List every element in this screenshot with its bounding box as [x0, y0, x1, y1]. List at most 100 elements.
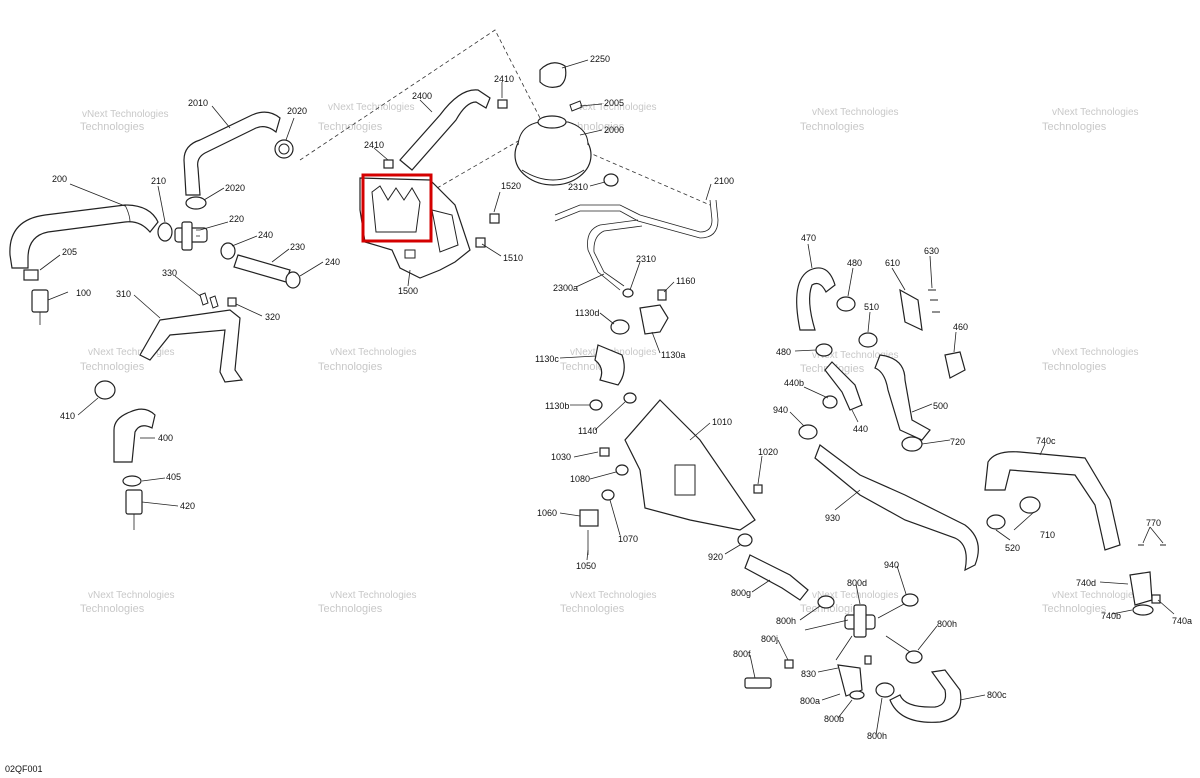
clamp-520[interactable] [986, 514, 1006, 530]
hose-2300a[interactable] [587, 219, 643, 291]
clamp-800b[interactable] [849, 690, 865, 700]
part-label[interactable]: 1510 [503, 253, 523, 263]
sensor-800f[interactable] [744, 677, 772, 689]
part-label[interactable]: 1520 [501, 181, 521, 191]
sensor-460[interactable] [944, 351, 966, 379]
part-label[interactable]: 1010 [712, 417, 732, 427]
clamp-1130b[interactable] [589, 399, 603, 411]
screw-740a[interactable] [1151, 594, 1161, 604]
tee-fitting-800d[interactable] [844, 604, 876, 638]
part-label[interactable]: 200 [52, 174, 67, 184]
part-label[interactable]: 230 [290, 242, 305, 252]
clamp-800h-2[interactable] [905, 650, 923, 664]
reservoir-2000[interactable] [514, 115, 592, 186]
hose-440[interactable] [824, 361, 863, 411]
part-label[interactable]: 2005 [604, 98, 624, 108]
clamp-210[interactable] [157, 222, 173, 242]
hose-470[interactable] [796, 267, 836, 331]
part-label[interactable]: 1130c [535, 354, 559, 364]
hose-830[interactable] [837, 664, 863, 697]
hose-500[interactable] [874, 354, 931, 441]
hose-800c[interactable] [889, 669, 962, 723]
part-label[interactable]: 1050 [576, 561, 596, 571]
part-label[interactable]: 1130b [545, 401, 569, 411]
clamp-1130d[interactable] [610, 319, 630, 335]
clamp-1140[interactable] [623, 392, 637, 404]
part-label[interactable]: 480 [776, 347, 791, 357]
fitting-1130a[interactable] [639, 304, 669, 335]
part-label[interactable]: 710 [1040, 530, 1055, 540]
clamp-800h-1[interactable] [817, 595, 835, 609]
part-label[interactable]: 400 [158, 433, 173, 443]
part-label[interactable]: 440 [853, 424, 868, 434]
part-label[interactable]: 470 [801, 233, 816, 243]
screw-1520[interactable] [489, 213, 500, 224]
part-label[interactable]: 800h [867, 731, 887, 741]
clamp-2410-a[interactable] [497, 99, 508, 109]
hose-200[interactable] [9, 204, 159, 269]
clamp-2310-a[interactable] [603, 173, 619, 187]
screws-330[interactable] [199, 292, 219, 309]
sensor-205[interactable] [23, 269, 49, 325]
screw-320[interactable] [227, 297, 237, 307]
part-label[interactable]: 100 [76, 288, 91, 298]
part-label[interactable]: 1030 [551, 452, 571, 462]
part-label[interactable]: 920 [708, 552, 723, 562]
part-label[interactable]: 2410 [494, 74, 514, 84]
part-label[interactable]: 480 [847, 258, 862, 268]
part-label[interactable]: 800d [847, 578, 867, 588]
part-label[interactable]: 240 [258, 230, 273, 240]
part-label[interactable]: 800f [733, 649, 751, 659]
hose-230[interactable] [233, 254, 291, 283]
part-label[interactable]: 460 [953, 322, 968, 332]
part-label[interactable]: 2410 [364, 140, 384, 150]
hose-400[interactable] [113, 408, 156, 463]
part-label[interactable]: 1500 [398, 286, 418, 296]
tee-fitting-220[interactable] [174, 221, 208, 251]
hose-2400[interactable] [399, 89, 491, 171]
hose-2100[interactable] [554, 199, 719, 239]
part-label[interactable]: 940 [884, 560, 899, 570]
part-label[interactable]: 240 [325, 257, 340, 267]
clip-1060[interactable] [579, 509, 599, 527]
part-label[interactable]: 740d [1076, 578, 1096, 588]
pump-housing-1500[interactable] [359, 177, 471, 279]
part-label[interactable]: 205 [62, 247, 77, 257]
nut-1030[interactable] [599, 447, 610, 457]
part-label[interactable]: 405 [166, 472, 181, 482]
part-label[interactable]: 2310 [636, 254, 656, 264]
part-label[interactable]: 330 [162, 268, 177, 278]
part-label[interactable]: 1130d [575, 308, 599, 318]
part-label[interactable]: 520 [1005, 543, 1020, 553]
part-label[interactable]: 310 [116, 289, 131, 299]
part-label[interactable]: 610 [885, 258, 900, 268]
clamp-2020-a[interactable] [274, 139, 294, 159]
part-label[interactable]: 320 [265, 312, 280, 322]
part-label[interactable]: 2400 [412, 91, 432, 101]
part-label[interactable]: 2100 [714, 176, 734, 186]
part-label[interactable]: 2020 [287, 106, 307, 116]
clamp-2310-b[interactable] [622, 288, 634, 298]
screw-830[interactable] [864, 655, 872, 665]
grommet-1080[interactable] [615, 464, 629, 476]
part-label[interactable]: 740b [1101, 611, 1121, 621]
clamp-480-a[interactable] [836, 296, 856, 312]
part-label[interactable]: 800h [776, 616, 796, 626]
part-label[interactable]: 440b [784, 378, 804, 388]
clamp-920[interactable] [737, 533, 753, 547]
sensor-420[interactable] [125, 489, 143, 530]
part-label[interactable]: 2250 [590, 54, 610, 64]
screws-630[interactable] [928, 289, 940, 313]
part-label[interactable]: 800b [824, 714, 844, 724]
part-label[interactable]: 420 [180, 501, 195, 511]
clamp-710[interactable] [1019, 496, 1041, 514]
washer-1070[interactable] [601, 489, 615, 501]
part-label[interactable]: 800c [987, 690, 1007, 700]
fitting-1160[interactable] [657, 289, 667, 301]
clamp-940-a[interactable] [798, 424, 818, 440]
fitting-800j[interactable] [784, 659, 794, 669]
clamp-405[interactable] [122, 475, 142, 487]
hose-1130c[interactable] [594, 344, 625, 386]
part-label[interactable]: 2300a [553, 283, 578, 293]
reservoir-cap-2250[interactable] [539, 62, 567, 88]
